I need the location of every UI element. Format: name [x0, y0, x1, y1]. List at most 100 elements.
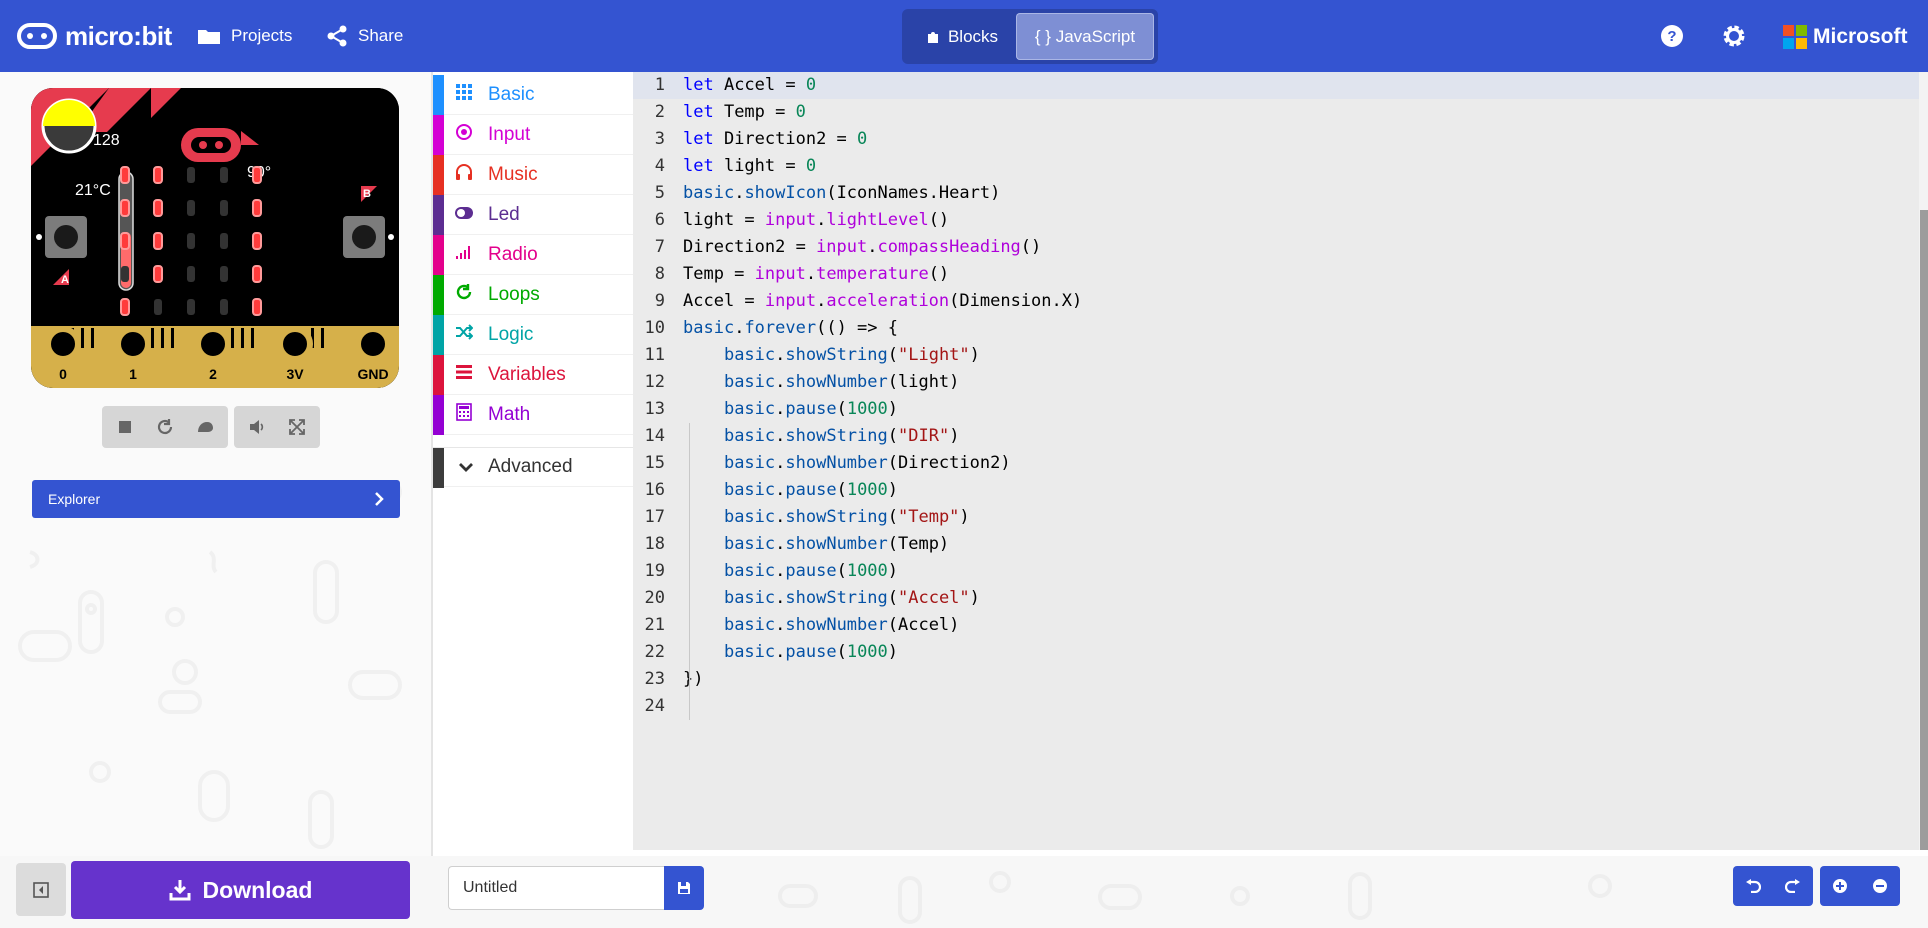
toolbox-variables[interactable]: Variables [433, 355, 633, 395]
line-number: 3 [654, 129, 665, 149]
help-icon[interactable]: ? [1660, 24, 1684, 48]
category-color-bar [433, 195, 444, 235]
pin-hole[interactable] [277, 326, 313, 362]
pin-hole[interactable] [195, 326, 231, 362]
toolbox-led[interactable]: Led [433, 195, 633, 235]
redo-button[interactable] [1773, 866, 1813, 906]
code-line: 17 basic.showString("Temp") [633, 504, 1919, 531]
code-line: 14 basic.showString("DIR") [633, 423, 1919, 450]
pin-hole[interactable] [45, 326, 81, 362]
restart-icon[interactable] [150, 412, 180, 442]
line-number: 24 [644, 696, 665, 716]
category-color-bar [433, 315, 444, 355]
explorer-button[interactable]: Explorer [32, 480, 400, 518]
toolbox-input[interactable]: Input [433, 115, 633, 155]
category-color-bar [433, 155, 444, 195]
microsoft-logo[interactable]: Microsoft [1783, 25, 1908, 49]
target-icon [454, 123, 474, 146]
led [252, 199, 262, 217]
line-number: 15 [644, 453, 665, 473]
mute-icon[interactable] [242, 412, 272, 442]
save-button[interactable] [664, 866, 704, 910]
download-button[interactable]: Download [71, 861, 410, 919]
toolbox-loops[interactable]: Loops [433, 275, 633, 315]
collapse-simulator-button[interactable] [16, 863, 66, 916]
led [153, 232, 163, 250]
category-label: Logic [488, 323, 534, 345]
undo-button[interactable] [1733, 866, 1773, 906]
javascript-tab[interactable]: { } JavaScript [1016, 13, 1154, 60]
toolbox-advanced[interactable]: Advanced [433, 447, 633, 488]
fullscreen-icon[interactable] [282, 412, 312, 442]
line-number: 6 [654, 210, 665, 230]
zoom-group [1820, 866, 1900, 906]
led [153, 199, 163, 217]
microbit-logo[interactable]: micro:bit [17, 19, 172, 53]
microsoft-label: Microsoft [1813, 25, 1908, 48]
code-line: 19 basic.pause(1000) [633, 558, 1919, 585]
code-line: 13 basic.pause(1000) [633, 396, 1919, 423]
lines-icon [454, 364, 474, 385]
zoom-in-icon [1833, 879, 1847, 893]
led [252, 265, 262, 283]
pin-hole[interactable] [355, 326, 391, 362]
gear-icon[interactable] [1722, 24, 1746, 48]
category-label: Loops [488, 283, 540, 305]
zoom-in-button[interactable] [1820, 866, 1860, 906]
led [220, 200, 228, 216]
project-name-input[interactable] [448, 866, 664, 910]
download-icon [169, 880, 191, 901]
slow-motion-icon[interactable] [190, 412, 220, 442]
category-color-bar [433, 395, 444, 435]
refresh-icon [454, 283, 474, 306]
led [120, 199, 130, 217]
led [153, 265, 163, 283]
editor-scroll-thumb[interactable] [1920, 210, 1928, 850]
line-number: 14 [644, 426, 665, 446]
toolbox-basic[interactable]: Basic [433, 75, 633, 115]
undo-redo-group [1733, 866, 1813, 906]
code-line: 15 basic.showNumber(Direction2) [633, 450, 1919, 477]
footer-doodles [778, 871, 1612, 924]
top-bar: micro:bit Projects Share Blocks { } Java… [0, 0, 1928, 72]
zoom-out-button[interactable] [1860, 866, 1900, 906]
line-number: 17 [644, 507, 665, 527]
led-matrix [120, 166, 262, 316]
line-number: 22 [644, 642, 665, 662]
blocks-tab[interactable]: Blocks [906, 13, 1018, 60]
projects-button[interactable]: Projects [197, 22, 292, 50]
category-color-bar [433, 235, 444, 275]
projects-label: Projects [231, 26, 293, 45]
folder-icon [198, 30, 220, 44]
zoom-out-icon [1873, 879, 1887, 893]
led [153, 166, 163, 184]
category-color-bar [433, 75, 444, 115]
toolbox-logic[interactable]: Logic [433, 315, 633, 355]
led [187, 233, 195, 249]
category-label: Music [488, 163, 538, 185]
line-number: 10 [644, 318, 665, 338]
editor-toggle: Blocks { } JavaScript [902, 9, 1158, 64]
share-button[interactable]: Share [326, 22, 403, 50]
indent-guide [689, 423, 690, 720]
grid-icon [454, 83, 474, 106]
line-number: 18 [644, 534, 665, 554]
pin-hole[interactable] [115, 326, 151, 362]
led [252, 298, 262, 316]
code-line: 20 basic.showString("Accel") [633, 585, 1919, 612]
stop-icon[interactable] [110, 412, 140, 442]
led [220, 299, 228, 315]
panel-divider[interactable] [431, 72, 433, 856]
toolbox-radio[interactable]: Radio [433, 235, 633, 275]
code-line: 12 basic.showNumber(light) [633, 369, 1919, 396]
toolbox-music[interactable]: Music [433, 155, 633, 195]
toolbox-math[interactable]: Math [433, 395, 633, 435]
